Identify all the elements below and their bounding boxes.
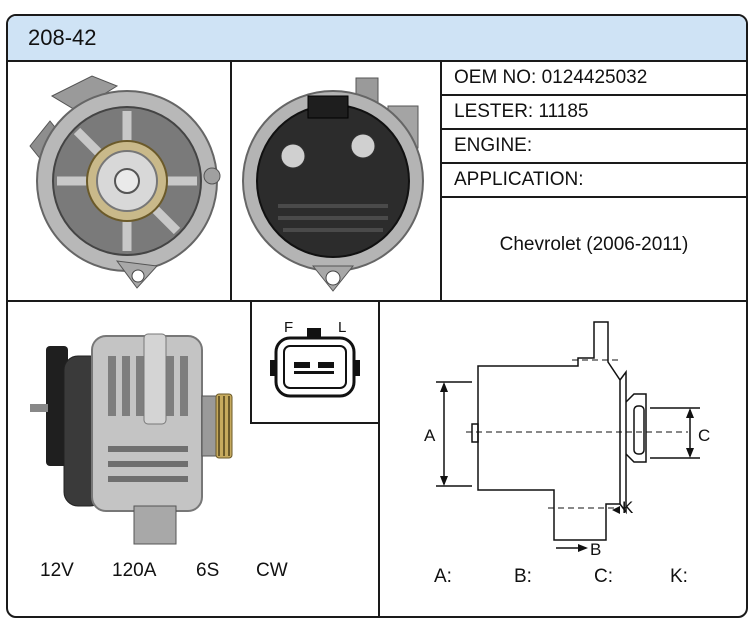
dimension-c-label: C bbox=[698, 426, 711, 445]
application-value: Chevrolet (2006-2011) bbox=[499, 234, 689, 255]
rotation-rating: CW bbox=[256, 560, 288, 581]
divider bbox=[250, 300, 252, 422]
divider bbox=[440, 60, 442, 300]
application-label: APPLICATION: bbox=[454, 169, 584, 190]
dimension-c-value: C: bbox=[594, 566, 613, 587]
product-card: 208-42 OEM NO: 0124425032 LESTER: 11185 … bbox=[6, 14, 748, 618]
alternator-side-photo bbox=[30, 333, 233, 545]
divider bbox=[8, 300, 746, 302]
dimension-k-value: K: bbox=[670, 566, 688, 587]
part-code: 208-42 bbox=[28, 25, 97, 50]
dimension-b-value: B: bbox=[514, 566, 532, 587]
engine-label: ENGINE: bbox=[454, 135, 533, 156]
divider bbox=[378, 300, 380, 616]
alternator-front-photo bbox=[29, 75, 221, 289]
divider bbox=[230, 60, 232, 300]
amperage-rating: 120A bbox=[112, 560, 157, 581]
dimension-a-value: A: bbox=[434, 566, 452, 587]
connector-plug-diagram: F L bbox=[270, 319, 360, 398]
connector-pin-f: F bbox=[284, 319, 293, 336]
lester-number: LESTER: 11185 bbox=[454, 101, 589, 122]
oem-number: OEM NO: 0124425032 bbox=[454, 67, 648, 88]
pulley-rating: 6S bbox=[196, 560, 220, 581]
header-bar: 208-42 bbox=[8, 16, 746, 62]
divider bbox=[442, 128, 746, 130]
divider bbox=[442, 94, 746, 96]
divider bbox=[442, 162, 746, 164]
connector-pin-l: L bbox=[338, 319, 346, 336]
voltage-rating: 12V bbox=[40, 560, 74, 581]
divider bbox=[250, 422, 380, 424]
dimension-k-label: K bbox=[622, 498, 634, 517]
divider bbox=[442, 196, 746, 198]
alternator-rear-photo bbox=[242, 77, 424, 292]
dimension-a-label: A bbox=[424, 426, 436, 445]
dimension-drawing bbox=[436, 321, 700, 552]
dimension-b-label: B bbox=[590, 540, 602, 559]
